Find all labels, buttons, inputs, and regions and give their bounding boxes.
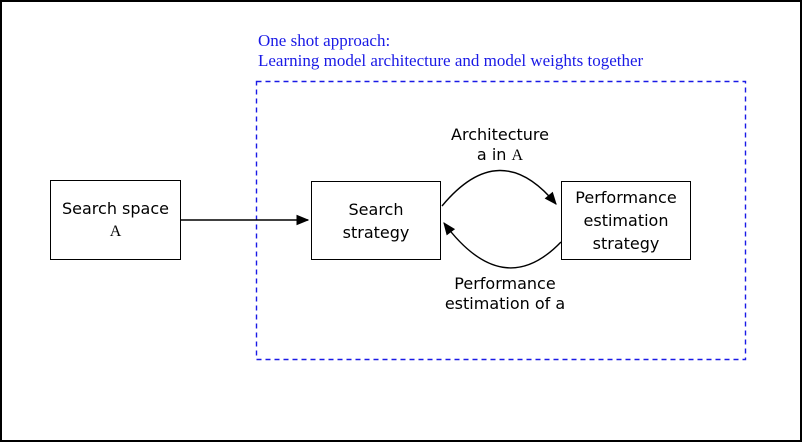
node-search-strategy: Search strategy: [311, 181, 441, 260]
diagram-title: One shot approach: Learning model archit…: [258, 31, 643, 71]
node-performance-estimation-line2: estimation: [583, 211, 669, 230]
edge-label-architecture-line1: Architecture: [451, 125, 549, 144]
node-search-strategy-line2: strategy: [342, 222, 410, 242]
node-performance-estimation-line1: Performance: [575, 188, 677, 207]
edge-label-architecture: Architecture a in A: [420, 125, 580, 166]
node-search-space-label: Search space: [62, 199, 169, 218]
node-search-space: Search space A: [50, 180, 181, 260]
edge-label-architecture-line2-symbol: A: [511, 147, 524, 164]
node-search-strategy-line1: Search: [348, 199, 404, 219]
node-performance-estimation-line3: strategy: [592, 234, 660, 253]
node-search-space-symbol: A: [109, 223, 122, 240]
edge-label-performance-line1: Performance: [454, 274, 556, 293]
diagram-title-line1: One shot approach:: [258, 31, 391, 50]
arc-architecture-to-performance-estimation: [441, 169, 556, 207]
edge-label-performance-estimation: Performance estimation of a: [415, 274, 595, 314]
diagram-title-line2: Learning model architecture and model we…: [258, 51, 644, 70]
node-performance-estimation-strategy: Performance estimation strategy: [561, 181, 691, 260]
arc-performance-estimation-to-search-strategy: [444, 223, 562, 269]
edge-label-architecture-line2-text: a in: [476, 145, 507, 164]
edge-label-architecture-line2: a in A: [420, 145, 580, 166]
edge-label-performance-line2: estimation of a: [444, 294, 566, 313]
